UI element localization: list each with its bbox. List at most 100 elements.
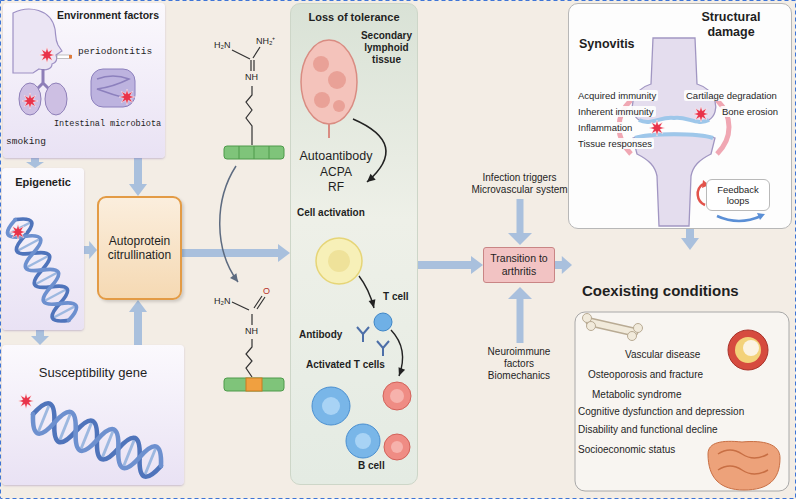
illustration-ellipse [45,83,67,115]
annotation-label: Antibody [299,329,342,341]
node-text: Environment factors [57,9,159,22]
illustration-polygon [508,287,532,299]
annotation-label: Disability and functional decline [578,424,718,436]
annotation-label: Vascular disease [625,349,700,361]
illustration-rect [575,312,789,491]
node-text: Loss of tolerance [291,11,417,24]
arrow-head [562,256,572,274]
illustration-line [517,199,524,234]
flow-arrow [681,229,699,250]
illustration-circle [743,340,759,356]
illustration-use [18,393,34,409]
illustration-ellipse [19,83,41,115]
illustration-use [693,106,709,122]
panel-box: Susceptibility gene [2,345,184,485]
illustration-path [590,322,634,332]
panel-box: Loss of tolerance [290,3,418,485]
immune-illustration [291,4,416,486]
illustration-circle [383,382,411,410]
annotation-label: Secondary lymphoid tissue [359,30,414,66]
illustration-circle [322,397,340,415]
illustration-path [377,341,389,356]
arrow-head [129,300,147,312]
illustration-circle [328,71,346,89]
illustration-path [13,9,62,73]
illustration-circle [628,332,637,341]
arrow-shaft [134,310,142,345]
flow-arrow [129,300,147,345]
illustration-path [328,124,330,138]
illustration-g [232,47,265,377]
illustration-circle [328,250,350,272]
illustration-path [220,166,238,282]
annotation-label: H₂N [214,40,231,51]
annotation-label: Acquired immunity [576,90,658,101]
annotation-label: Neuroimmune factors Biomechanics [480,346,558,382]
arrow-head [129,184,147,196]
flow-arrow [84,241,97,259]
illustration-rect [224,378,284,391]
arrow-shaft [182,249,280,257]
illustration-circle [333,100,345,112]
illustration-path [246,86,252,145]
annotation-label: Activated T cells [306,359,385,371]
node-text: Epigenetic [2,176,84,189]
illustration-use [22,93,38,109]
illustration-circle [313,56,329,72]
node-text: Feedback loops [710,184,766,207]
illustration-circle [634,324,643,333]
panel-box: Environment factors [3,3,165,158]
arrow-shaft [418,261,473,269]
illustration-path [717,216,761,221]
annotation-label: Infection triggers Microvascular system [462,172,577,196]
annotation-label: smoking [6,136,46,147]
annotation-label: Metabolic syndrome [592,389,681,401]
annotation-label: Autoantibody [296,149,376,164]
arrow-head [681,238,699,250]
illustration-circle [346,424,380,458]
illustration-path [232,296,265,325]
annotation-label: Bone erosion [720,106,780,117]
flow-arrow [31,330,49,345]
flow-arrow [418,256,483,274]
annotation-label: NH [245,326,258,337]
annotation-label: Tissue responses [576,138,654,149]
illustration-circle [587,322,596,331]
flow-arrow [182,244,290,262]
illustration-line [517,298,524,343]
annotation-label: Socioeconomic status [578,444,675,456]
illustration-path [639,118,709,122]
arrow-head [471,256,483,274]
illustration-path [232,47,260,71]
flow-arrow [26,158,44,168]
illustration-use [10,224,26,240]
illustration-rect [246,378,262,391]
illustration-circle [374,313,392,331]
annotation-label: Cell activation [297,207,365,219]
annotation-label: Cartilage degradation [684,90,779,101]
illustration-circle [735,337,761,363]
annotation-label: O [263,286,270,297]
annotation-label: NH₂⁺ [256,36,276,47]
panel-box: Feedback loops [706,179,770,211]
illustration-path [718,450,768,474]
illustration-path [708,441,780,490]
illustration-circle [316,238,362,284]
annotation-label: H₂N [214,296,231,307]
illustration-polygon [757,213,765,220]
arrow-head [278,244,290,262]
illustration-rect [69,55,72,59]
annotation-label: NH [245,72,258,83]
illustration-polygon [230,273,238,282]
illustration-circle [391,441,403,453]
illustration-circle [355,433,371,449]
illustration-path [357,327,369,342]
annotation-label: Inflammation [576,122,634,133]
illustration-rect [57,55,71,59]
environment-illustration [3,3,165,158]
illustration-use [39,47,55,63]
annotation-label: ACPA [296,165,376,179]
annotation-label: B cell [358,460,385,472]
